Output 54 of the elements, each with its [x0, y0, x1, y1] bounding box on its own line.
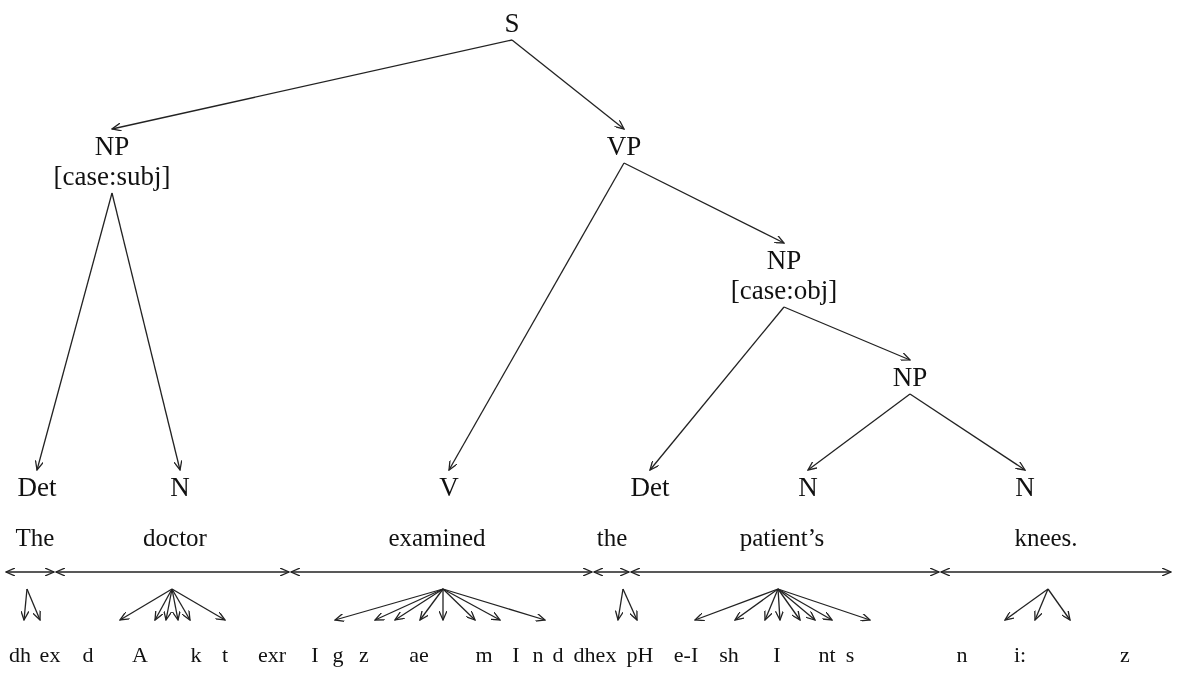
category-label: N — [798, 472, 818, 502]
phoneme-label: dh — [9, 641, 31, 669]
phoneme-label: g — [332, 641, 344, 669]
phoneme-label: I — [311, 641, 319, 669]
category-label: N — [170, 472, 190, 502]
word-label: doctor — [143, 524, 207, 552]
word-label: patient’s — [739, 524, 825, 552]
arrow — [909, 393, 1026, 471]
word-label: knees. — [1014, 524, 1078, 552]
phoneme-label: m — [475, 641, 493, 669]
word-label: examined — [388, 524, 486, 552]
category-label: S — [504, 8, 520, 38]
category-label: N — [1015, 472, 1035, 502]
phoneme-label: I — [512, 641, 520, 669]
phoneme-label: k — [190, 641, 202, 669]
category-label: NP — [892, 362, 928, 392]
phoneme-label: d — [552, 641, 564, 669]
feature-label: [case:obj] — [730, 275, 838, 305]
phoneme-label: t — [221, 641, 229, 669]
phoneme-label: ex — [39, 641, 61, 669]
phoneme-label: exr — [257, 641, 287, 669]
word-label: the — [596, 524, 628, 552]
category-label: NP — [93, 131, 131, 161]
arrow — [34, 192, 113, 471]
phoneme-label: pH — [626, 641, 654, 669]
phoneme-label: ae — [409, 641, 429, 669]
arrow — [448, 162, 625, 471]
phoneme-label: z — [1120, 641, 1130, 669]
phoneme-label: s — [845, 641, 855, 669]
arrow — [111, 192, 183, 471]
arrow — [649, 306, 785, 471]
phoneme-label: n — [956, 641, 968, 669]
phoneme-label: n — [532, 641, 544, 669]
category-label: Det — [630, 472, 670, 502]
phoneme-label: nt — [818, 641, 836, 669]
word-label: The — [15, 524, 55, 552]
category-label: NP — [765, 245, 803, 275]
category-label: Det — [17, 472, 57, 502]
phoneme-label: I — [773, 641, 781, 669]
phoneme-label: sh — [719, 641, 739, 669]
category-label: V — [439, 472, 459, 502]
arrow — [623, 162, 785, 244]
arrow — [511, 39, 625, 130]
phoneme-label: dhex — [573, 641, 617, 669]
phoneme-label: z — [359, 641, 369, 669]
arrow — [783, 306, 911, 361]
feature-label: [case:subj] — [53, 161, 171, 191]
phoneme-label: i: — [1013, 641, 1027, 669]
phoneme-label: e-I — [673, 641, 699, 669]
phoneme-label: A — [132, 641, 148, 669]
phoneme-label: d — [82, 641, 94, 669]
arrow — [807, 393, 911, 471]
arrow — [111, 39, 513, 132]
category-label: VP — [606, 131, 642, 161]
